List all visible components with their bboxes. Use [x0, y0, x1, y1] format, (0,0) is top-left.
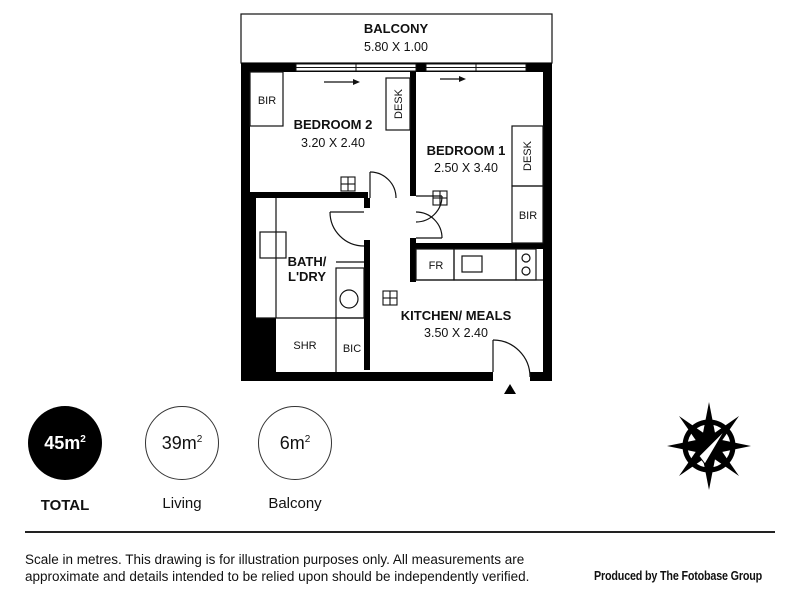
total-area-value: 45m — [44, 432, 81, 453]
shower-label: SHR — [293, 340, 316, 352]
fixtures-outlines — [249, 71, 544, 319]
desk-label-bedroom2: DESK — [393, 88, 405, 119]
living-area-sup: 2 — [196, 433, 203, 445]
windows — [295, 63, 527, 72]
sliding-door-arrows — [324, 76, 466, 85]
doors — [329, 171, 531, 378]
bedroom2-name: BEDROOM 2 — [294, 117, 373, 132]
disclaimer-text: Scale in metres. This drawing is for ill… — [25, 552, 530, 584]
desk-label-bedroom1: DESK — [522, 140, 534, 171]
total-area-label: TOTAL — [40, 497, 90, 514]
bic-label: BIC — [343, 343, 361, 355]
entry-arrow — [504, 384, 516, 394]
fridge-label: FR — [429, 260, 444, 272]
kitchen-name: KITCHEN/ MEALS — [401, 308, 512, 323]
balcony-area-label: Balcony — [268, 495, 322, 512]
interior-walls — [250, 72, 543, 370]
living-area-value: 39m — [161, 432, 197, 453]
bath-name-line1: BATH/ — [288, 254, 327, 269]
window-symbols — [340, 176, 448, 306]
total-area-circle: 45m2 — [28, 406, 102, 480]
balcony-area-sup: 2 — [304, 433, 311, 445]
bedroom1-name: BEDROOM 1 — [427, 143, 506, 158]
bedroom2-dim: 3.20 X 2.40 — [301, 136, 365, 150]
compass-icon — [667, 402, 751, 490]
footer-divider — [25, 531, 775, 533]
total-area-sup: 2 — [80, 433, 86, 445]
bedroom1-dim: 2.50 X 3.40 — [434, 161, 498, 175]
balcony-dim: 5.80 X 1.00 — [364, 40, 428, 54]
balcony-name: BALCONY — [364, 21, 429, 36]
bir-label-bedroom1: BIR — [519, 210, 537, 222]
producer-credit: Produced by The Fotobase Group — [594, 569, 763, 583]
bath-name-line2: L'DRY — [288, 269, 326, 284]
balcony-area-circle: 6m2 — [258, 406, 332, 480]
balcony-area-value: 6m — [279, 432, 305, 453]
living-area-circle: 39m2 — [145, 406, 219, 480]
bir-label-bedroom2: BIR — [258, 95, 276, 107]
living-area-label: Living — [162, 495, 202, 512]
kitchen-dim: 3.50 X 2.40 — [424, 326, 488, 340]
